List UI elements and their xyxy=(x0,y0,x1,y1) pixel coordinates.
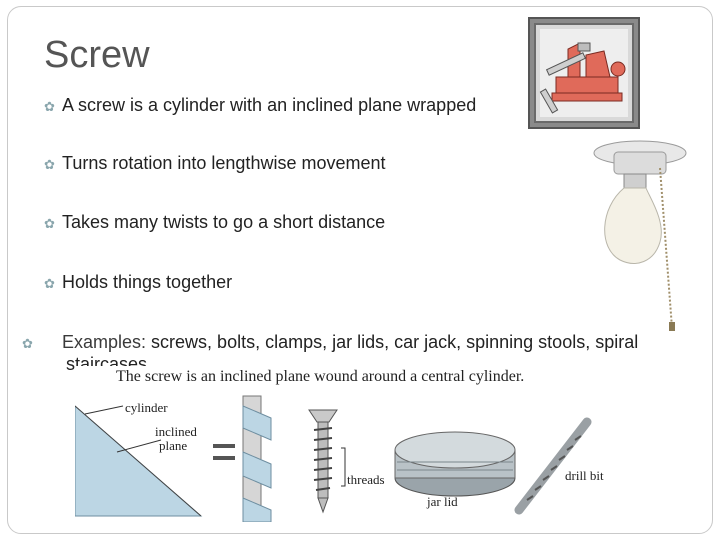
screw-illustration: cylinder inclined plane threads jar lid … xyxy=(74,366,623,523)
bullet-mark: ✿ xyxy=(44,99,55,114)
bullet-item-5: ✿Examples: screws, bolts, clamps, jar li… xyxy=(22,332,686,375)
bullet-item-3: ✿ Takes many twists to go a short distanc… xyxy=(44,212,664,234)
bullet-mark: ✿ xyxy=(44,216,55,231)
bullet-text: A screw is a cylinder with an inclined p… xyxy=(62,95,477,115)
bullet-mark: ✿ xyxy=(44,157,55,172)
label-cylinder: cylinder xyxy=(125,400,168,415)
label-drill-bit: drill bit xyxy=(565,468,604,483)
lightbulb-pull-chain-picture xyxy=(593,140,687,331)
slide-title: Screw xyxy=(44,34,150,76)
label-inclined: inclined xyxy=(155,424,197,439)
bullet-item-1: ✿ A screw is a cylinder with an inclined … xyxy=(44,95,664,117)
bullet-text: Turns rotation into lengthwise movement xyxy=(62,153,386,173)
bullet-item-4: ✿ Holds things together xyxy=(44,272,664,294)
bullet-mark: ✿ xyxy=(44,276,55,291)
bullet-text: Takes many twists to go a short distance xyxy=(62,212,386,232)
bullet-text: Holds things together xyxy=(62,272,233,292)
screw-diagram: cylinder inclined plane threads jar lid … xyxy=(74,395,604,523)
label-threads: threads xyxy=(347,472,385,487)
bullet-mark: ✿ xyxy=(22,336,33,351)
bullet-lead: Examples: xyxy=(62,332,147,352)
bullet-item-2: ✿ Turns rotation into lengthwise movement xyxy=(44,153,664,175)
label-jar-lid: jar lid xyxy=(426,494,458,509)
vise-clamp-picture xyxy=(528,17,640,129)
illustration-caption: The screw is an inclined plane wound aro… xyxy=(116,368,525,385)
slide-frame xyxy=(7,6,713,534)
label-plane: plane xyxy=(159,438,187,453)
